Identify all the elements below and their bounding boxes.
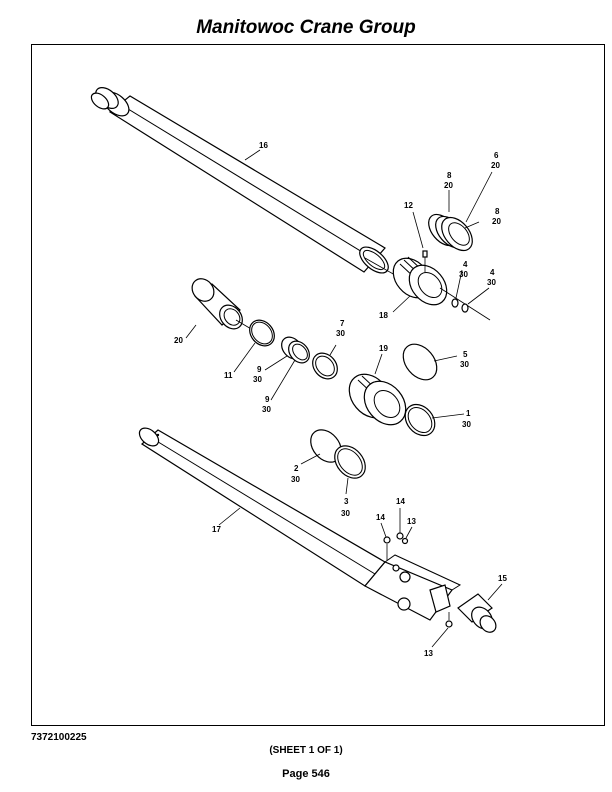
callout-3: 3: [344, 497, 349, 506]
leader-lines: [185, 149, 503, 648]
callout-8a-qty: 20: [444, 181, 453, 190]
callout-14a: 14: [376, 513, 385, 522]
callout-6: 6: [494, 151, 499, 160]
callout-18: 18: [379, 311, 388, 320]
ring-11: [249, 319, 275, 347]
callout-13b: 13: [424, 649, 433, 658]
callout-1-qty: 30: [462, 420, 471, 429]
callout-13a: 13: [407, 517, 416, 526]
o-ring-4b: [461, 303, 469, 313]
callout-2: 2: [294, 464, 299, 473]
callout-12: 12: [404, 201, 413, 210]
callout-20: 20: [174, 336, 183, 345]
drawing-frame: [31, 44, 605, 726]
part-number: 7372100225: [31, 732, 87, 743]
seal-7: [312, 352, 338, 380]
callout-4a-qty: 30: [459, 270, 468, 279]
piston-19: [348, 373, 407, 426]
fitting-12: [422, 250, 428, 258]
head-gland: [392, 256, 448, 306]
seal-1: [404, 403, 436, 437]
callout-8b: 8: [495, 207, 500, 216]
callout-1: 1: [466, 409, 471, 418]
o-ring-5: [402, 343, 438, 381]
callout-17: 17: [212, 525, 221, 534]
callout-19: 19: [379, 344, 388, 353]
callout-9b: 9: [265, 395, 270, 404]
callout-8a: 8: [447, 171, 452, 180]
pin-15: [457, 593, 497, 633]
callout-5: 5: [463, 350, 468, 359]
barrel-tube: [90, 87, 389, 274]
callout-7-qty: 30: [336, 329, 345, 338]
sleeve-20: [191, 278, 243, 330]
sheet-indicator: (SHEET 1 OF 1): [269, 745, 343, 756]
callout-4b-qty: 30: [487, 278, 496, 287]
callout-4b: 4: [490, 268, 495, 277]
callout-9a: 9: [257, 365, 262, 374]
fitting-14b: [396, 532, 404, 540]
ring-3: [334, 445, 366, 479]
fitting-14a: [383, 536, 391, 544]
callout-3-qty: 30: [341, 509, 350, 518]
wear-rings-9: [281, 336, 310, 364]
fitting-13a: [401, 537, 409, 545]
o-ring-4a: [451, 298, 459, 308]
page-number: Page 546: [282, 768, 330, 780]
page-title: Manitowoc Crane Group: [196, 17, 416, 38]
callout-5-qty: 30: [460, 360, 469, 369]
callout-9b-qty: 30: [262, 405, 271, 414]
callout-8b-qty: 20: [492, 217, 501, 226]
callout-6-qty: 20: [491, 161, 500, 170]
callout-2-qty: 30: [291, 475, 300, 484]
callout-15: 15: [498, 574, 507, 583]
callout-14b: 14: [396, 497, 405, 506]
piston-rod: [138, 427, 462, 621]
callout-9a-qty: 30: [253, 375, 262, 384]
fitting-13b: [445, 620, 453, 628]
callout-labels: 16 6 20 8 20 8 20 12 4 30 4 30 18 20 7 3…: [174, 141, 507, 658]
seal-pack: [428, 213, 473, 252]
callout-4a: 4: [463, 260, 468, 269]
callout-7: 7: [340, 319, 345, 328]
callout-11: 11: [224, 371, 233, 380]
callout-16: 16: [259, 141, 268, 150]
